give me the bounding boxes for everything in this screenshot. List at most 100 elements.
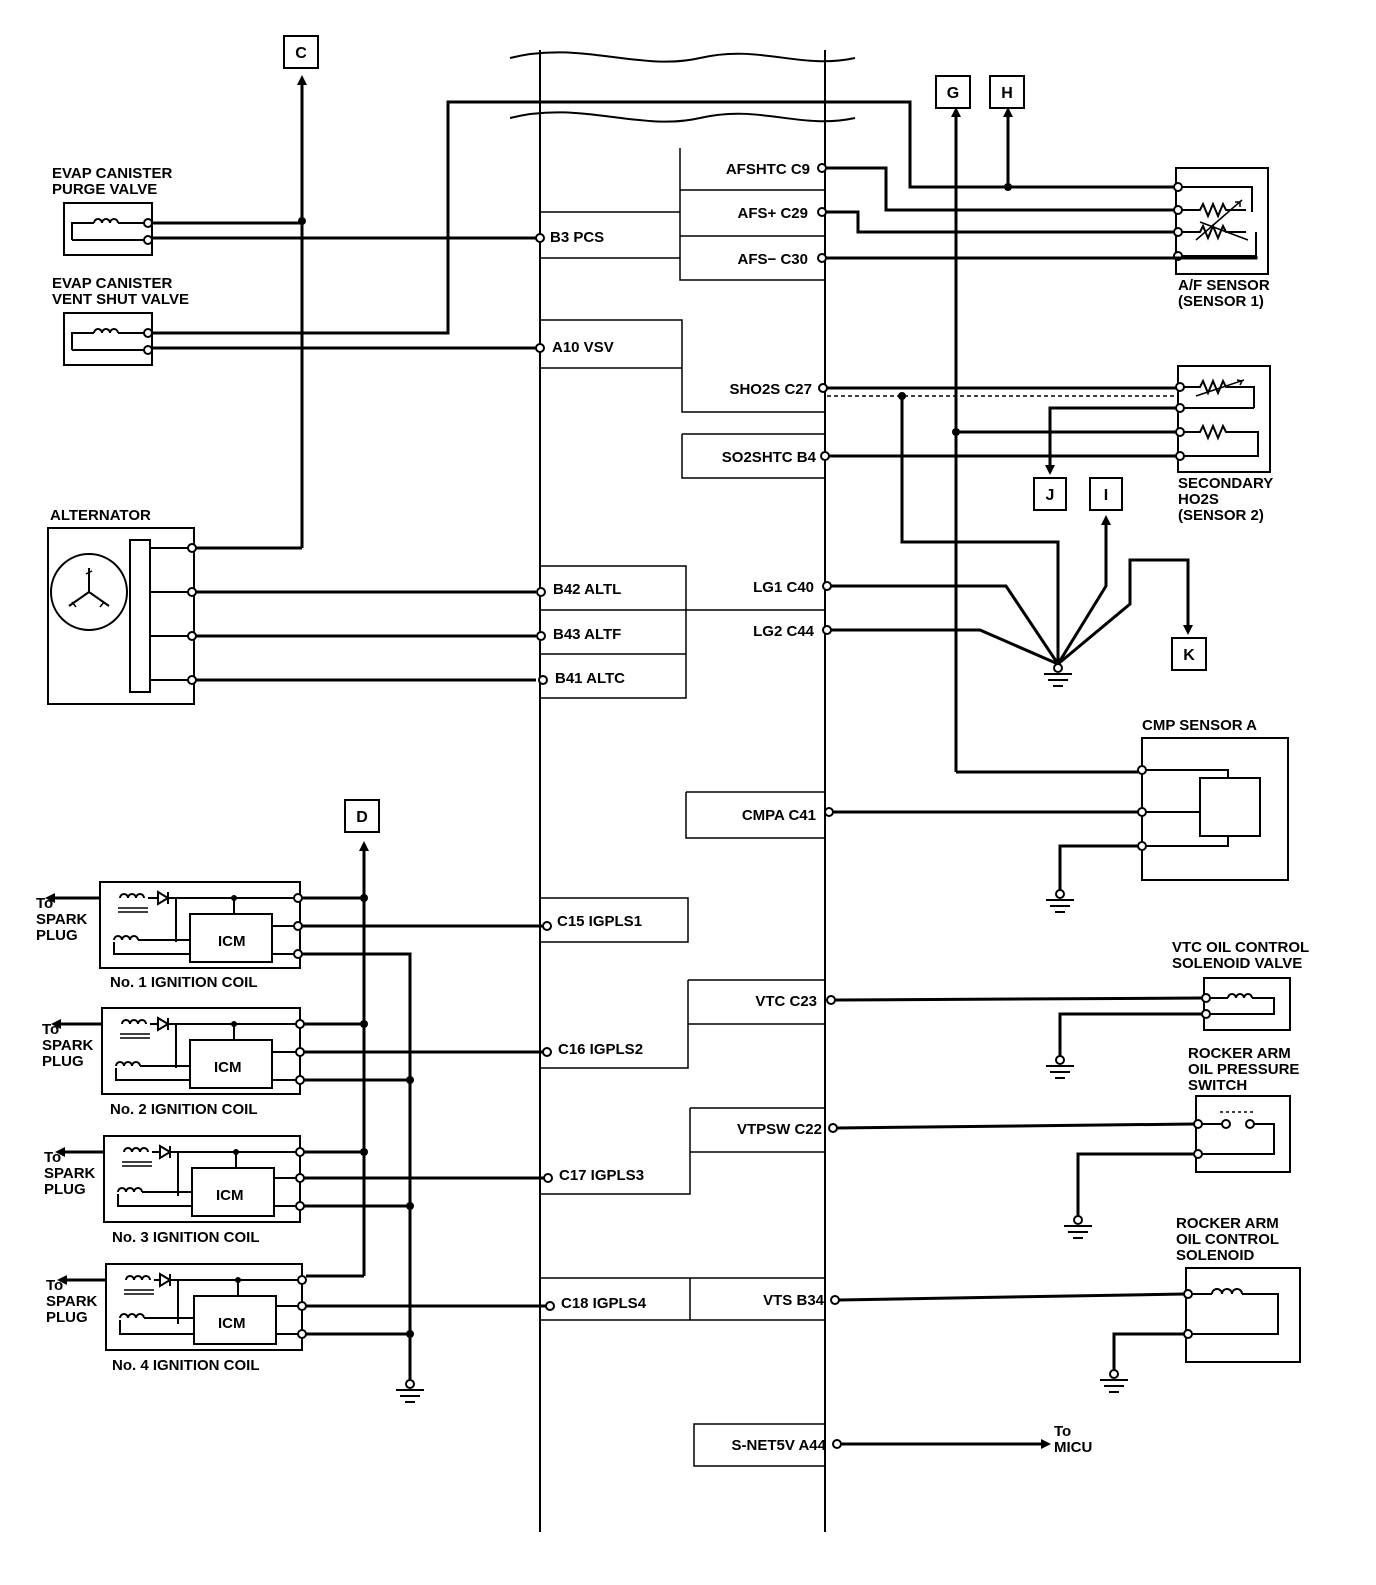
connector-g: G: [935, 75, 971, 109]
ecm-pin-lg1-c40: LG1 C40: [753, 579, 814, 596]
connector-j: J: [1033, 477, 1067, 511]
ecm-pin-vts-b34: VTS B34: [763, 1292, 825, 1309]
ecm-pin-vtpsw-c22: VTPSW C22: [737, 1121, 822, 1138]
lg-ground-network: [822, 515, 1193, 687]
cmp-sensor-label: CMP SENSOR A: [1142, 717, 1257, 734]
vtpsw-wiring: [828, 1122, 1195, 1239]
evap-purge-label-1: EVAP CANISTER: [52, 165, 172, 182]
spark-label-1c: PLUG: [36, 927, 78, 944]
coil-1-label: No. 1 IGNITION COIL: [110, 974, 258, 991]
micu-wiring: [832, 1439, 1051, 1449]
vts-wiring: [830, 1292, 1185, 1393]
vtc-label-1: VTC OIL CONTROL: [1172, 939, 1309, 956]
ignition-coil-1: ICM: [99, 881, 303, 969]
vtc-wiring: [826, 995, 1203, 1079]
coil-4-label: No. 4 IGNITION COIL: [112, 1357, 260, 1374]
evap-vent-valve: [63, 312, 153, 366]
ecm-pin-b41-altc: B41 ALTC: [555, 670, 625, 687]
evap-purge-valve: [63, 202, 153, 256]
spark-label-4c: PLUG: [46, 1309, 88, 1326]
evap-vent-label-2: VENT SHUT VALVE: [52, 291, 189, 308]
spark-label-2a: To: [42, 1021, 59, 1038]
rocker-solenoid-label-3: SOLENOID: [1176, 1247, 1255, 1264]
ho2s-label-2: HO2S: [1178, 491, 1219, 508]
spark-label-3b: SPARK: [44, 1165, 96, 1182]
ecm-pin-so2shtc-b4: SO2SHTC B4: [722, 449, 817, 466]
ho2s-label-1: SECONDARY: [1178, 475, 1273, 492]
connector-k-label: K: [1183, 647, 1195, 664]
ecm-pin-vtc-c23: VTC C23: [755, 993, 817, 1010]
ecm-unit: [509, 50, 856, 1532]
ecm-pin-a10-vsv: A10 VSV: [552, 339, 614, 356]
af-sensor-label-2: (SENSOR 1): [1178, 293, 1264, 310]
alternator-label: ALTERNATOR: [50, 507, 151, 524]
ecm-pin-c16-igpls2: C16 IGPLS2: [558, 1041, 643, 1058]
ecm-pin-sho2s-c27: SHO2S C27: [729, 381, 812, 398]
coil-2-label: No. 2 IGNITION COIL: [110, 1101, 258, 1118]
ignition-coil-3: ICM: [103, 1135, 305, 1223]
alternator: [47, 527, 197, 705]
connector-h: H: [989, 75, 1025, 109]
evap-vent-label-1: EVAP CANISTER: [52, 275, 172, 292]
right-upper-wiring: [817, 107, 1258, 772]
rocker-switch-label-1: ROCKER ARM: [1188, 1045, 1291, 1062]
left-wiring: [152, 75, 1176, 685]
connector-i: I: [1089, 477, 1123, 511]
spark-label-4b: SPARK: [46, 1293, 98, 1310]
spark-label-3c: PLUG: [44, 1181, 86, 1198]
spark-label-2c: PLUG: [42, 1053, 84, 1070]
spark-label-1a: To: [36, 895, 53, 912]
connector-c-label: C: [295, 45, 307, 62]
ecm-pin-b42-altl: B42 ALTL: [553, 581, 621, 598]
rocker-oil-pressure-switch: [1193, 1095, 1291, 1173]
rocker-oil-control-solenoid: [1183, 1267, 1301, 1363]
rocker-switch-label-2: OIL PRESSURE: [1188, 1061, 1299, 1078]
connector-c: C: [283, 35, 319, 69]
connector-h-label: H: [1001, 85, 1013, 102]
ecm-pin-s-net5v-a44: S-NET5V A44: [732, 1437, 827, 1454]
ecm-pin-c18-igpls4: C18 IGPLS4: [561, 1295, 647, 1312]
connector-j-label: J: [1046, 487, 1055, 504]
icm-label-3: ICM: [216, 1187, 244, 1204]
cmp-sensor-a: [1137, 737, 1289, 881]
spark-label-4a: To: [46, 1277, 63, 1294]
ecm-pin-lg2-c44: LG2 C44: [753, 623, 815, 640]
micu-label-2: MICU: [1054, 1439, 1092, 1456]
rocker-switch-label-3: SWITCH: [1188, 1077, 1247, 1094]
ecm-pin-afs-plus-c29: AFS+ C29: [738, 205, 808, 222]
af-sensor: [1173, 167, 1269, 275]
rocker-solenoid-label-1: ROCKER ARM: [1176, 1215, 1279, 1232]
af-sensor-label-1: A/F SENSOR: [1178, 277, 1270, 294]
icm-label-2: ICM: [214, 1059, 242, 1076]
ecm-pin-cmpa-c41: CMPA C41: [742, 807, 816, 824]
spark-label-2b: SPARK: [42, 1037, 94, 1054]
icm-label-4: ICM: [218, 1315, 246, 1332]
ecm-pin-b43-altf: B43 ALTF: [553, 626, 621, 643]
micu-label-1: To: [1054, 1423, 1071, 1440]
connector-i-label: I: [1104, 487, 1108, 504]
ecm-pin-b3-pcs: B3 PCS: [550, 229, 604, 246]
icm-label-1: ICM: [218, 933, 246, 950]
rocker-solenoid-label-2: OIL CONTROL: [1176, 1231, 1279, 1248]
ecm-pin-c15-igpls1: C15 IGPLS1: [557, 913, 642, 930]
connector-g-label: G: [947, 85, 959, 102]
cmp-wiring: [824, 770, 1138, 913]
connector-d-label: D: [356, 809, 368, 826]
coil-3-label: No. 3 IGNITION COIL: [112, 1229, 260, 1246]
spark-label-3a: To: [44, 1149, 61, 1166]
ecm-pin-afshtc-c9: AFSHTC C9: [726, 161, 810, 178]
ho2s-label-3: (SENSOR 2): [1178, 507, 1264, 524]
connector-k: K: [1171, 637, 1207, 671]
ground-symbol-coils: [396, 1379, 424, 1403]
spark-label-1b: SPARK: [36, 911, 88, 928]
ignition-coil-2: ICM: [101, 1007, 305, 1095]
ignition-coil-4: ICM: [105, 1263, 307, 1351]
ecm-pin-afs-minus-c30: AFS− C30: [738, 251, 808, 268]
ecm-pin-c17-igpls3: C17 IGPLS3: [559, 1167, 644, 1184]
vtc-solenoid-valve: [1201, 977, 1291, 1031]
connector-d: D: [344, 799, 380, 833]
evap-purge-label-2: PURGE VALVE: [52, 181, 157, 198]
vtc-label-2: SOLENOID VALVE: [1172, 955, 1302, 972]
secondary-ho2s: [1175, 365, 1271, 473]
